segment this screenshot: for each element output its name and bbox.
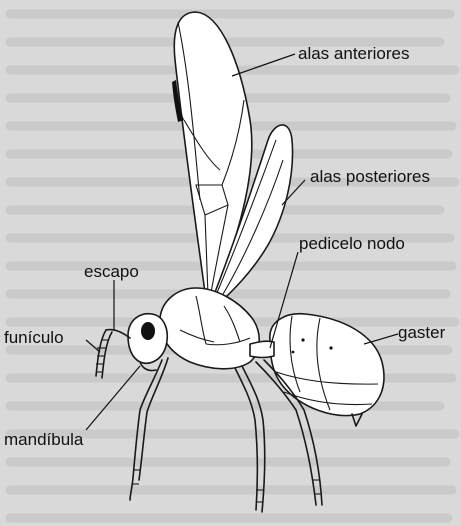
label-funicle: funículo — [4, 328, 64, 347]
label-mandible: mandíbula — [4, 430, 84, 449]
label-hindwings: alas posteriores — [310, 167, 430, 186]
petiole — [250, 341, 274, 357]
label-forewings: alas anteriores — [298, 44, 410, 63]
label-pedicel-node: pedicelo nodo — [299, 234, 405, 253]
label-gaster: gaster — [398, 323, 446, 342]
label-scape: escapo — [84, 262, 139, 281]
